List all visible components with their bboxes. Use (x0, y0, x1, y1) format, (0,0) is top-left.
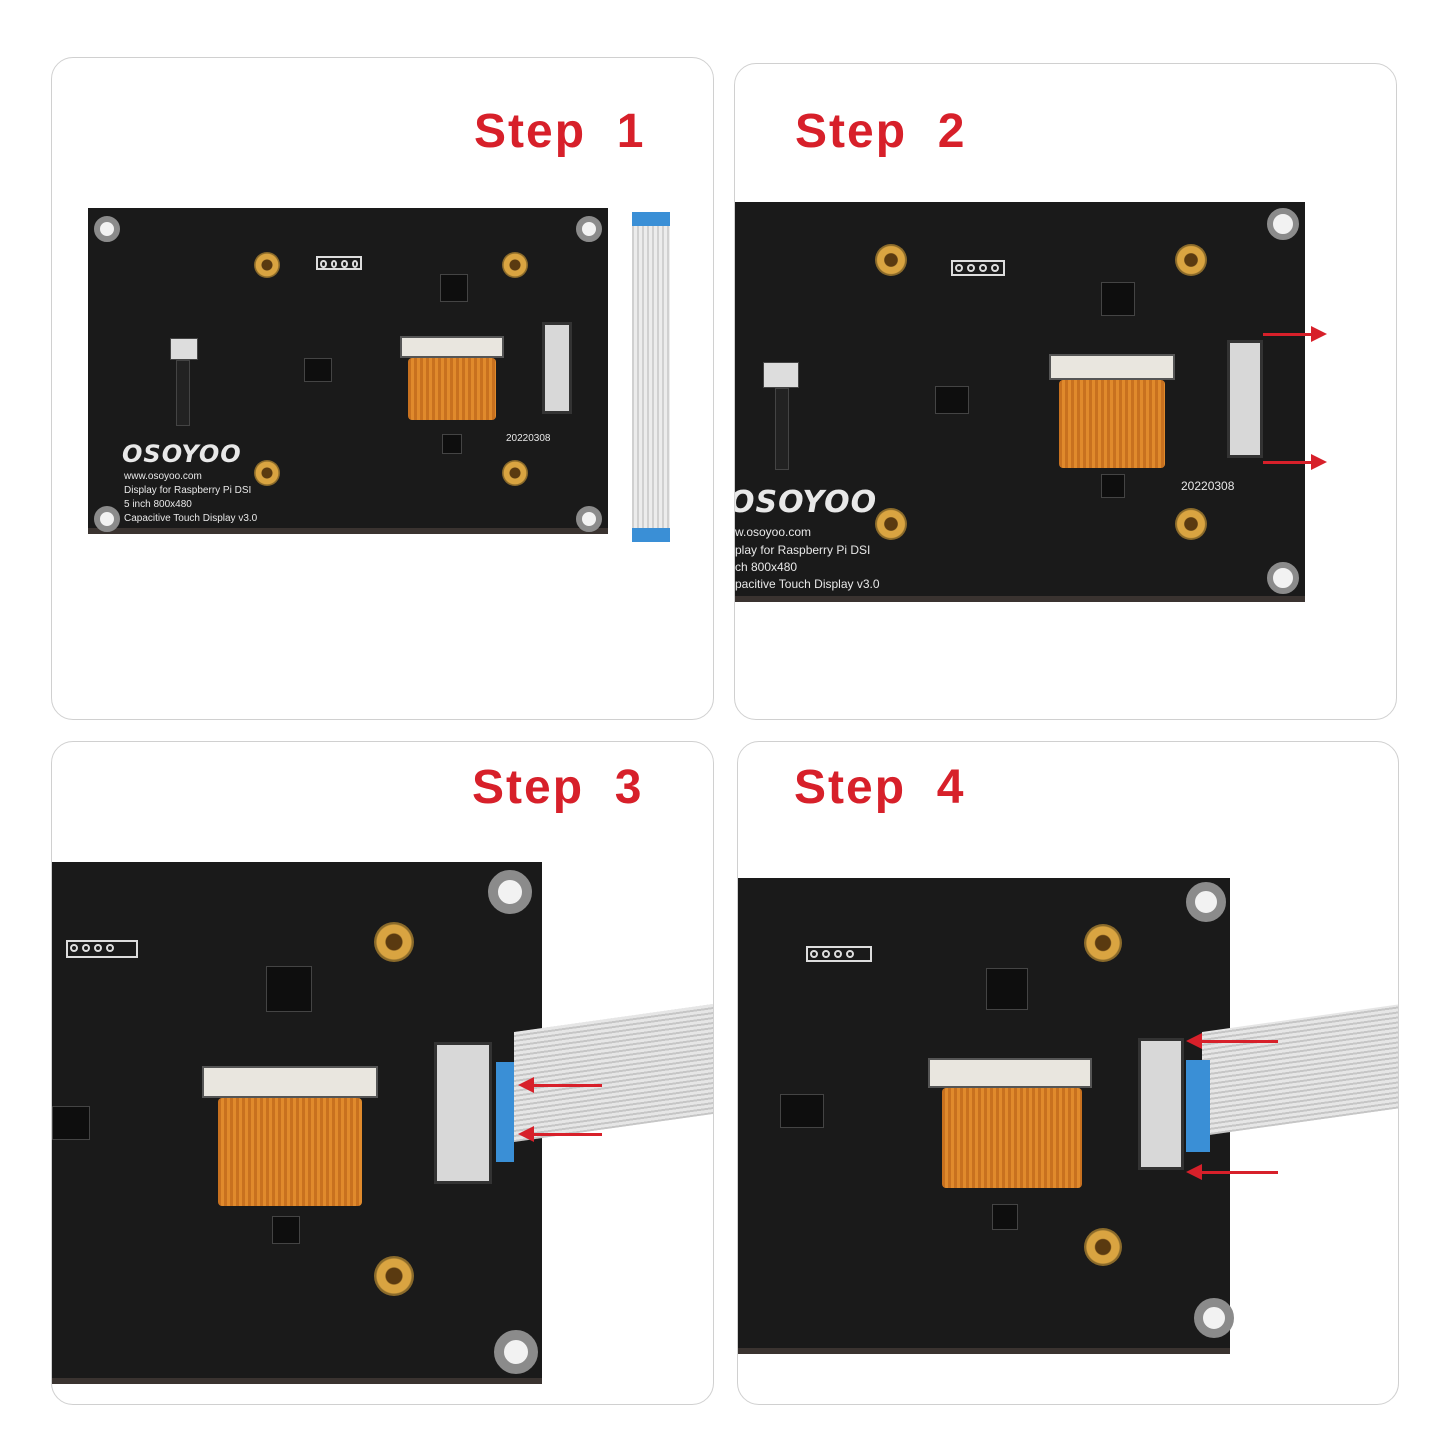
regulator-chip (272, 1216, 300, 1244)
ribbon-cable (632, 212, 670, 542)
regulator-chip (992, 1204, 1018, 1230)
header-pins (806, 946, 872, 962)
brass-standoff (1175, 244, 1207, 276)
regulator-chip (442, 434, 462, 454)
ribbon-cable (1202, 1004, 1398, 1136)
mounting-hole (1267, 562, 1299, 594)
board-desc-1: Display for Raspberry Pi DSI (124, 485, 252, 496)
driver-chip (52, 1106, 90, 1140)
regulator-chip (1101, 474, 1125, 498)
mounting-hole (94, 216, 120, 242)
date-code: 20220308 (1181, 479, 1235, 493)
display-flex-cable (1059, 380, 1165, 468)
header-pins (316, 256, 362, 270)
pcb-back-closeup (52, 862, 542, 1384)
mounting-hole (488, 870, 532, 914)
driver-chip (304, 358, 332, 382)
driver-chip (935, 386, 969, 414)
brass-standoff (875, 508, 907, 540)
mounting-hole (576, 216, 602, 242)
dsi-connector-j1 (542, 322, 572, 414)
brass-standoff (1084, 1228, 1122, 1266)
step-1-panel: Step 1 OSOYOO www.osoyoo.com Display for… (51, 57, 714, 720)
header-pins (951, 260, 1005, 276)
small-connector (170, 338, 198, 360)
brass-standoff (502, 252, 528, 278)
display-flex-cable (942, 1088, 1082, 1188)
lock-latch-arrow-bottom (1186, 1164, 1278, 1180)
mounting-hole (576, 506, 602, 532)
board-url: www.osoyoo.com (124, 471, 202, 482)
step-4-panel: Step 4 (737, 741, 1399, 1405)
step-2-panel: Step 2 OSOYOO w.osoyoo.com play for Rasp… (734, 63, 1397, 720)
brass-standoff (254, 460, 280, 486)
step-4-title: Step 4 (794, 761, 966, 814)
step-3-title: Step 3 (472, 761, 644, 814)
open-latch-arrow-top (1263, 326, 1327, 342)
step-1-title: Step 1 (474, 105, 646, 158)
fpc-latch (1049, 354, 1175, 380)
pcb-back: OSOYOO www.osoyoo.com Display for Raspbe… (88, 208, 608, 534)
board-url-cropped: w.osoyoo.com (735, 525, 812, 539)
insert-arrow-bottom (518, 1126, 602, 1142)
step-3-panel: Step 3 (51, 741, 714, 1405)
brass-standoff (374, 922, 414, 962)
dsi-connector-j1 (1138, 1038, 1184, 1170)
touch-flex (775, 388, 789, 470)
dsi-connector-j1 (1227, 340, 1263, 458)
open-latch-arrow-bottom (1263, 454, 1327, 470)
pcb-back-zoomed: OSOYOO w.osoyoo.com play for Raspberry P… (735, 202, 1305, 602)
brass-standoff (254, 252, 280, 278)
ribbon-tape-bottom (632, 528, 670, 542)
board-desc-2: 5 inch 800x480 (124, 499, 192, 510)
mounting-hole (494, 1330, 538, 1374)
brass-standoff (374, 1256, 414, 1296)
brass-standoff (1084, 924, 1122, 962)
lock-latch-arrow-top (1186, 1033, 1278, 1049)
board-desc-3-cropped: pacitive Touch Display v3.0 (735, 577, 880, 591)
mounting-hole (1194, 1298, 1234, 1338)
touch-flex (176, 360, 190, 426)
fpc-latch (202, 1066, 378, 1098)
controller-chip (986, 968, 1028, 1010)
fpc-latch (928, 1058, 1092, 1088)
controller-chip (440, 274, 468, 302)
brand-logo: OSOYOO (122, 440, 242, 468)
display-flex-cable (408, 358, 496, 420)
mounting-hole (94, 506, 120, 532)
brass-standoff (875, 244, 907, 276)
board-desc-2-cropped: ch 800x480 (735, 560, 798, 574)
mounting-hole (1267, 208, 1299, 240)
step-2-title: Step 2 (795, 105, 967, 158)
ribbon-tape (496, 1062, 514, 1162)
pcb-back-closeup (738, 878, 1234, 1354)
board-desc-3: Capacitive Touch Display v3.0 (124, 513, 258, 524)
ribbon-tape (1186, 1060, 1210, 1152)
brass-standoff (502, 460, 528, 486)
ribbon-tape-top (632, 212, 670, 226)
brand-logo-cropped: OSOYOO (734, 485, 878, 520)
mounting-hole (1186, 882, 1226, 922)
date-code: 20220308 (506, 433, 551, 444)
brass-standoff (1175, 508, 1207, 540)
small-connector (763, 362, 799, 388)
driver-chip (780, 1094, 824, 1128)
board-desc-1-cropped: play for Raspberry Pi DSI (735, 543, 871, 557)
controller-chip (1101, 282, 1135, 316)
insert-arrow-top (518, 1077, 602, 1093)
display-flex-cable (218, 1098, 362, 1206)
dsi-connector-j1 (434, 1042, 492, 1184)
controller-chip (266, 966, 312, 1012)
fpc-latch (400, 336, 504, 358)
ribbon-cable (514, 1003, 713, 1142)
header-pins (66, 940, 138, 958)
